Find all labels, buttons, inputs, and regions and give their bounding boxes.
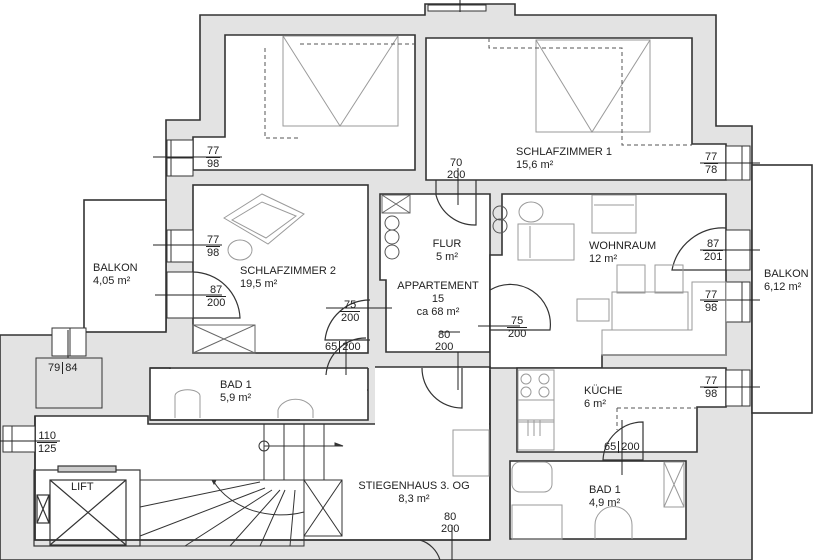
room-area: 6 m² (584, 398, 606, 410)
room-label-wohnraum: WOHNRAUM 12 m² (589, 240, 656, 266)
armchair-top-icon (591, 194, 637, 234)
room-area: 4,9 m² (589, 497, 621, 509)
room-schlafzimmer-2-top (192, 34, 416, 171)
lift-shaft (33, 465, 141, 547)
room-name: BAD 1 (220, 379, 252, 391)
room-wohnraum (489, 193, 727, 369)
armchair-icon (223, 193, 305, 245)
interior-wall-lines (34, 366, 491, 541)
balcony-left (83, 199, 167, 333)
apartment-area: ca 68 m² (416, 306, 460, 318)
room-area: 15,6 m² (516, 159, 554, 171)
shower-icon (511, 504, 563, 540)
sink-icon (517, 419, 555, 451)
room-label-bad-1-left: BAD 1 5,9 m² (220, 379, 252, 405)
room-area: 5,9 m² (220, 392, 252, 404)
bathtub-icon (511, 461, 553, 493)
room-area: 4,05 m² (93, 275, 131, 287)
room-name: STIEGENHAUS 3. OG (358, 480, 470, 492)
room-area: 12 m² (589, 253, 618, 265)
room-label-balkon-left: BALKON 4,05 m² (93, 262, 138, 288)
room-area: 5 m² (436, 251, 458, 263)
sink-bad-icon (174, 389, 201, 418)
room-label-stiegenhaus: STIEGENHAUS 3. OG 8,3 m² (344, 480, 484, 506)
apartment-name: APPARTEMENT (397, 280, 479, 292)
room-label-kueche: KÜCHE 6 m² (584, 385, 623, 411)
room-name: BALKON (764, 268, 809, 280)
room-area: 6,12 m² (764, 281, 802, 293)
room-label-schlafzimmer-1: SCHLAFZIMMER 1 15,6 m² (516, 146, 612, 172)
armchair-left-icon (517, 223, 575, 261)
room-name: SCHLAFZIMMER 2 (240, 265, 336, 277)
toilet-bad-icon (277, 398, 314, 418)
window-top (427, 4, 487, 12)
round-table-icon (518, 201, 544, 223)
room-area: 8,3 m² (398, 493, 430, 505)
room-floor-fixes (36, 367, 489, 539)
room-name: KÜCHE (584, 385, 623, 397)
stair-direction-arrow-icon (334, 442, 344, 447)
window-stair (2, 425, 36, 453)
room-bad-1-right (509, 460, 687, 540)
balcony-right (751, 164, 813, 414)
door-swings (192, 180, 727, 560)
room-label-bad-1-right: BAD 1 4,9 m² (589, 484, 621, 510)
apartment-number: 15 (431, 293, 445, 305)
bathtub-left-icon (35, 357, 103, 409)
side-table-icon (227, 239, 253, 261)
room-label-balkon-right: BALKON 6,12 m² (764, 268, 809, 294)
toilet-icon (594, 506, 633, 539)
room-label-schlafzimmer-2: SCHLAFZIMMER 2 19,5 m² (240, 265, 336, 291)
window-bad (51, 327, 87, 357)
room-area: 19,5 m² (240, 278, 278, 290)
room-name: FLUR (432, 238, 462, 250)
room-label-lift: LIFT (71, 481, 94, 493)
window-wohn (725, 281, 751, 323)
room-name: SCHLAFZIMMER 1 (516, 146, 612, 158)
room-label-appartement: APPARTEMENT 15 ca 68 m² (386, 280, 490, 319)
window-kueche (725, 369, 751, 407)
room-flur (379, 193, 491, 353)
furniture (35, 35, 727, 540)
room-label-flur: FLUR 5 m² (422, 238, 472, 264)
room-name: WOHNRAUM (589, 240, 657, 252)
room-name: BALKON (93, 262, 138, 274)
bed-sz1-icon (535, 39, 651, 133)
room-name: BAD 1 (589, 484, 621, 496)
room-kueche (516, 367, 727, 453)
